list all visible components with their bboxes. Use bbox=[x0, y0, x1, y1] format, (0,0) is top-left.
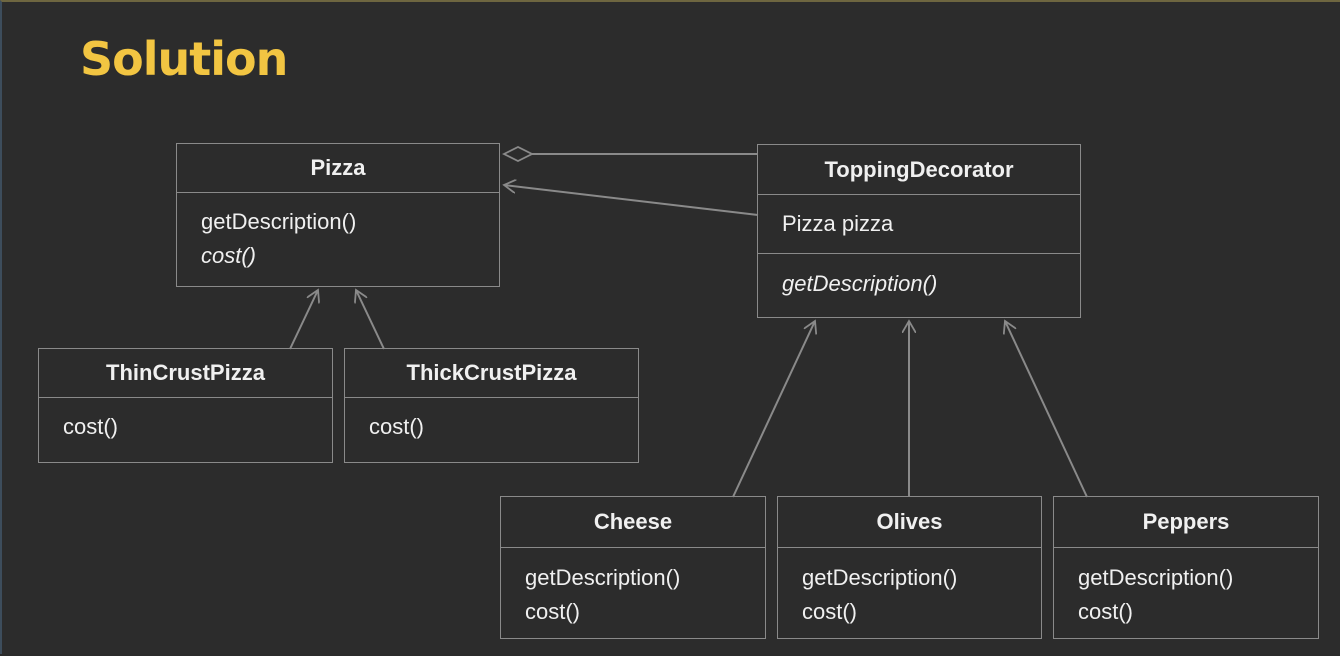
field: Pizza pizza bbox=[782, 211, 894, 236]
fields-section: Pizza pizza bbox=[758, 195, 1080, 254]
class-name: Cheese bbox=[501, 497, 765, 548]
class-peppers: Peppers getDescription() cost() bbox=[1053, 496, 1319, 639]
class-name: Pizza bbox=[177, 144, 499, 193]
method: cost() bbox=[1078, 599, 1133, 624]
methods-section: getDescription() cost() bbox=[1054, 548, 1318, 629]
class-thin-crust-pizza: ThinCrustPizza cost() bbox=[38, 348, 333, 463]
methods-section: getDescription() bbox=[758, 254, 1080, 301]
inheritance-decorator-to-pizza bbox=[504, 185, 759, 216]
class-name: Peppers bbox=[1054, 497, 1318, 548]
method: cost() bbox=[525, 599, 580, 624]
methods-section: cost() bbox=[39, 398, 332, 444]
methods-section: getDescription() cost() bbox=[501, 548, 765, 629]
methods-section: cost() bbox=[345, 398, 638, 444]
class-thick-crust-pizza: ThickCrustPizza cost() bbox=[344, 348, 639, 463]
class-name: ThinCrustPizza bbox=[39, 349, 332, 398]
class-olives: Olives getDescription() cost() bbox=[777, 496, 1042, 639]
method: cost() bbox=[63, 414, 118, 439]
abstract-method: getDescription() bbox=[782, 271, 938, 296]
inheritance-peppers-to-decorator bbox=[1005, 321, 1088, 498]
class-name: ToppingDecorator bbox=[758, 145, 1080, 195]
inheritance-thick-to-pizza bbox=[356, 290, 385, 350]
method: cost() bbox=[369, 414, 424, 439]
method: getDescription() bbox=[201, 209, 357, 234]
method: getDescription() bbox=[802, 565, 958, 590]
aggregation-diamond bbox=[501, 145, 535, 163]
inheritance-thin-to-pizza bbox=[289, 290, 318, 350]
class-pizza: Pizza getDescription() cost() bbox=[176, 143, 500, 287]
class-name: Olives bbox=[778, 497, 1041, 548]
class-name: ThickCrustPizza bbox=[345, 349, 638, 398]
class-cheese: Cheese getDescription() cost() bbox=[500, 496, 766, 639]
method: getDescription() bbox=[525, 565, 681, 590]
method: getDescription() bbox=[1078, 565, 1234, 590]
method: cost() bbox=[802, 599, 857, 624]
methods-section: getDescription() cost() bbox=[177, 193, 499, 273]
class-topping-decorator: ToppingDecorator Pizza pizza getDescript… bbox=[757, 144, 1081, 318]
methods-section: getDescription() cost() bbox=[778, 548, 1041, 629]
abstract-method: cost() bbox=[201, 243, 256, 268]
inheritance-cheese-to-decorator bbox=[732, 321, 815, 498]
slide-title: Solution bbox=[80, 32, 288, 86]
